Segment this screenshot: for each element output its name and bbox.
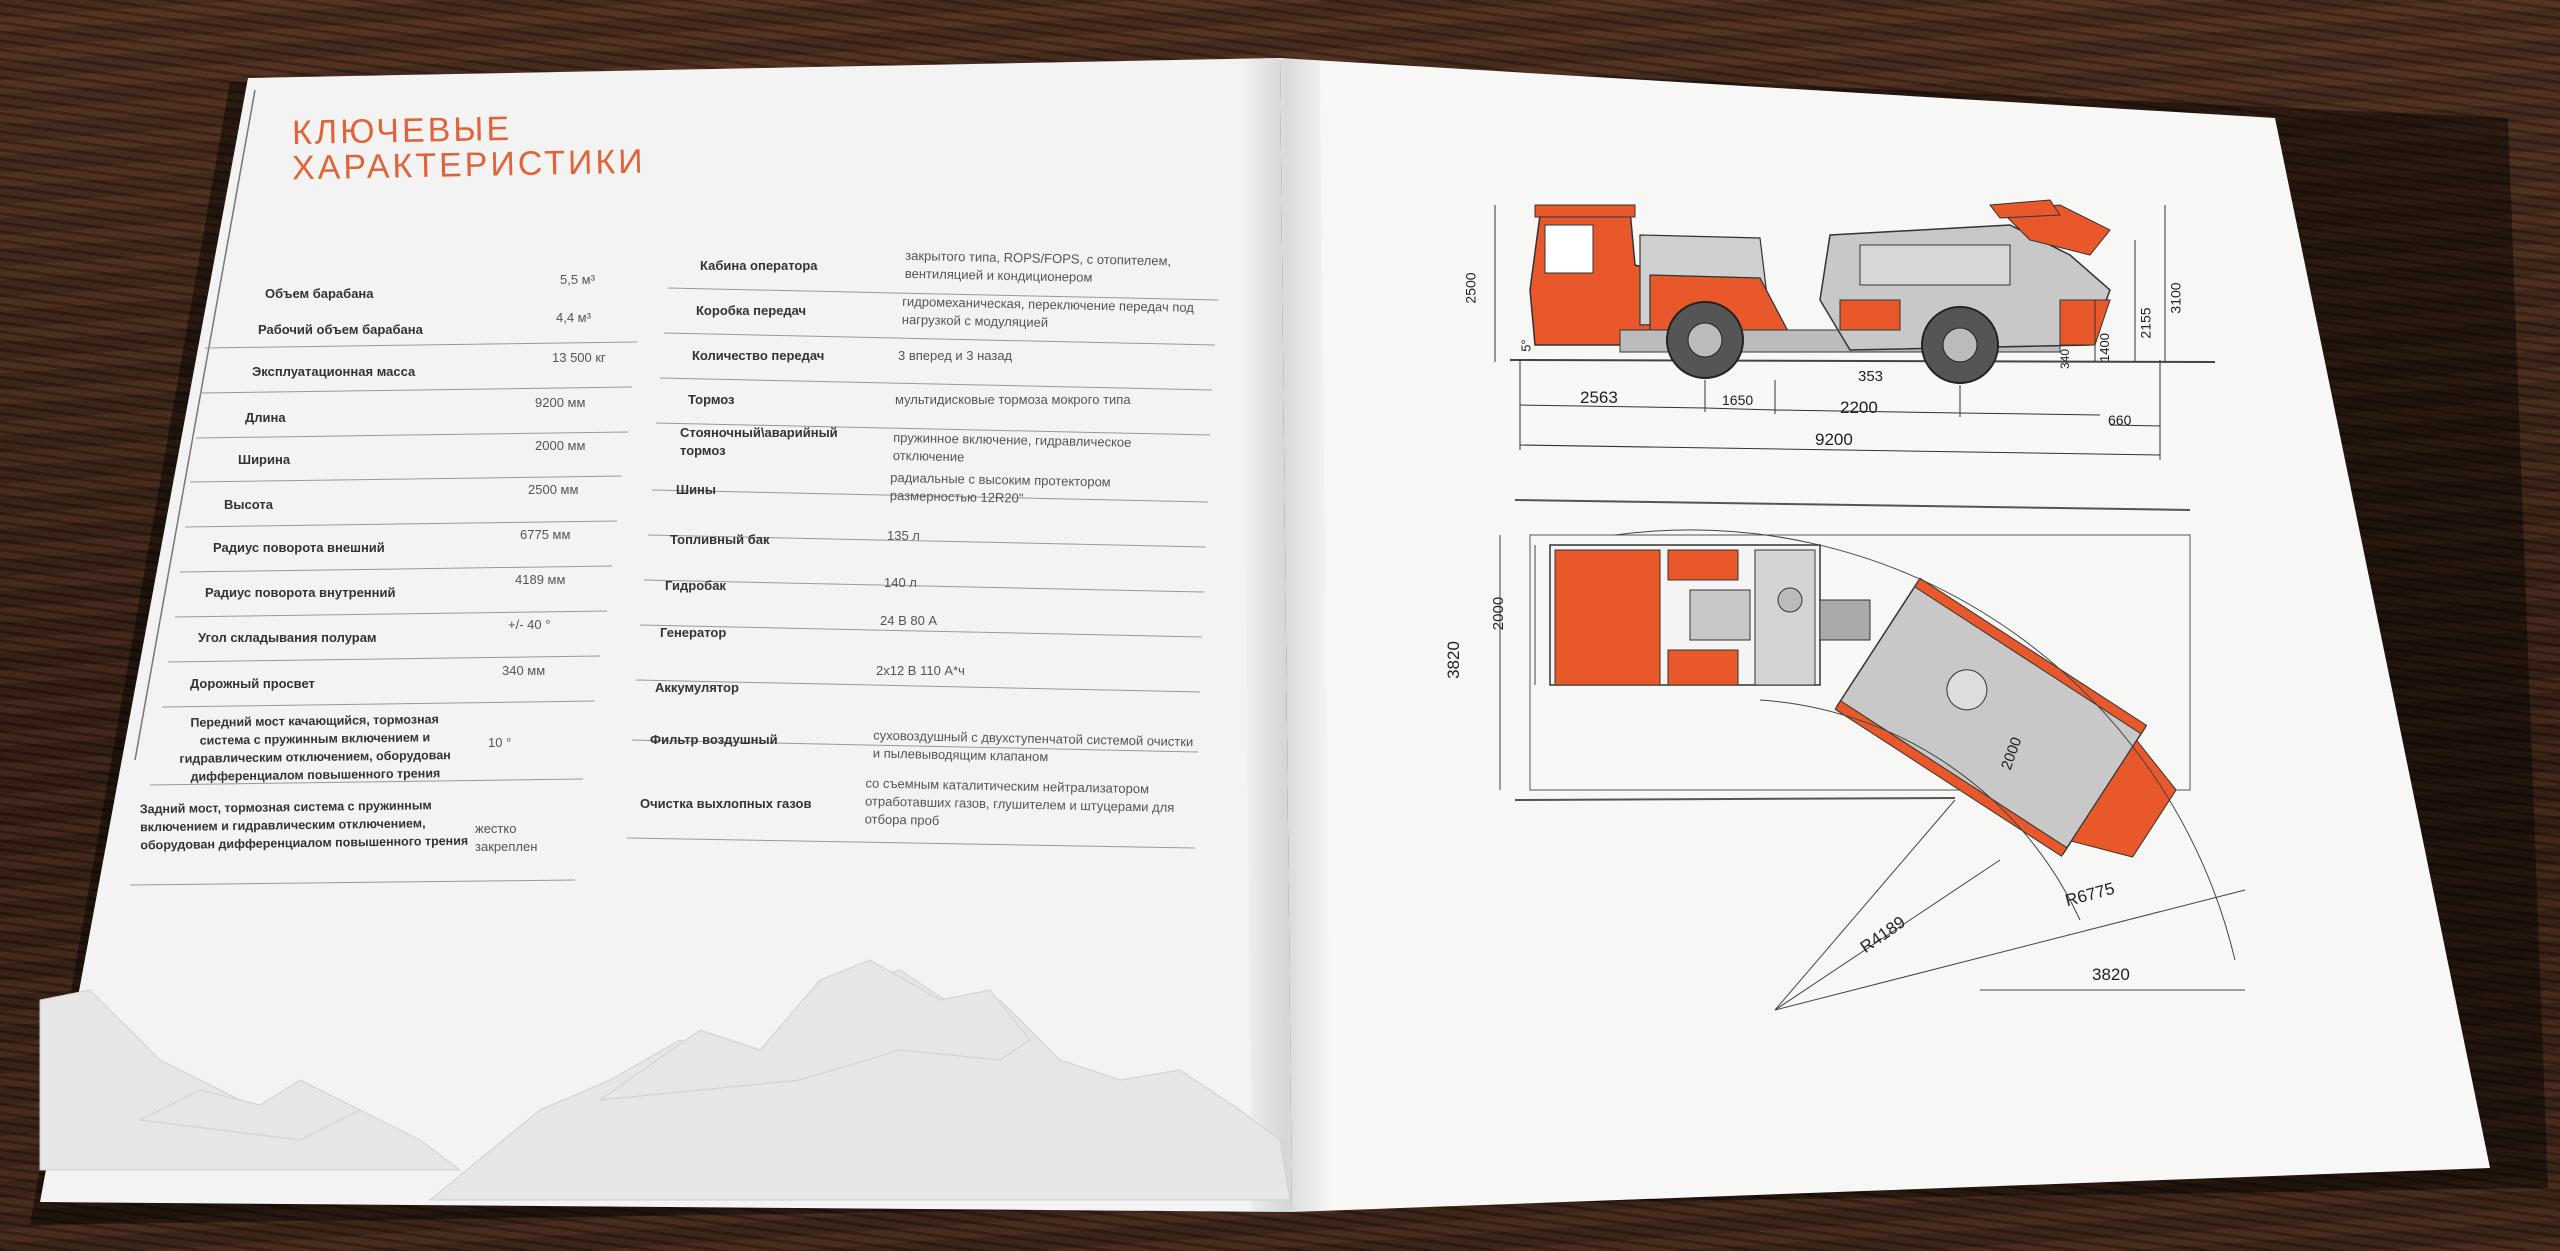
spec-label: Радиус поворота внутренний: [205, 585, 396, 600]
spec-label: Гидробак: [665, 578, 726, 593]
mountains-decoration: [39, 959, 1291, 1201]
spec-value: 135 л: [887, 528, 920, 543]
spec-value: пружинное включение, гидравлическое откл…: [892, 429, 1132, 465]
spec-label: Передний мост качающийся, тормозная сист…: [179, 712, 451, 784]
spec-value: 140 л: [884, 575, 917, 590]
spec-value: 340 мм: [502, 663, 546, 678]
spec-value: 13 500 кг: [552, 350, 606, 365]
spec-value: 6775 мм: [520, 527, 571, 542]
dim-660: 660: [2108, 412, 2132, 428]
spec-value: со съемным каталитическим нейтрализаторо…: [864, 775, 1175, 828]
dim-5deg: 5°: [1518, 339, 1534, 352]
spec-value: 4189 мм: [515, 572, 566, 587]
spec-label: Эксплуатационная масса: [252, 364, 416, 379]
spec-label: Высота: [224, 497, 273, 512]
spec-value: суховоздушный с двухступенчатой системой…: [872, 727, 1194, 765]
spec-label: Объем барабана: [265, 286, 374, 301]
spec-label: Кабина оператора: [700, 258, 818, 273]
dim-1400: 1400: [2096, 333, 2112, 362]
side-view-drawing: [1494, 199, 2216, 460]
spec-value: жестко закреплен: [475, 821, 538, 854]
spec-label: Топливный бак: [670, 532, 770, 547]
spec-label: Количество передач: [692, 348, 825, 363]
dim-2500: 2500: [1462, 272, 1479, 304]
dim-9200: 9200: [1815, 430, 1853, 449]
spec-value: мультидисковые тормоза мокрого типа: [895, 392, 1131, 407]
dim-2155: 2155: [2137, 307, 2154, 339]
spec-value: 9200 мм: [535, 395, 586, 410]
spec-value: радиальные с высоким протектором размерн…: [889, 469, 1111, 506]
spec-value: 5,5 м³: [560, 272, 595, 287]
page-title-line2: ХАРАКТЕРИСТИКИ: [291, 142, 647, 188]
dim-3820-bottom: 3820: [2092, 965, 2130, 984]
spec-label: Очистка выхлопных газов: [640, 796, 812, 811]
spec-label: Радиус поворота внешний: [213, 540, 385, 555]
spec-label: Фильтр воздушный: [650, 732, 778, 747]
spec-value: гидромеханическая, переключение передач …: [901, 293, 1195, 330]
spec-label: Задний мост, тормозная система с пружинн…: [139, 798, 469, 853]
spec-label: Шины: [676, 482, 717, 497]
spec-label: Аккумулятор: [655, 680, 739, 695]
spec-label: Стояночный\аварийный тормоз: [680, 425, 838, 458]
spec-value: закрытого типа, ROPS/FOPS, с отопителем,…: [904, 247, 1172, 285]
spec-label: Коробка передач: [696, 303, 807, 318]
dim-1650: 1650: [1722, 392, 1754, 408]
spec-label: Ширина: [238, 452, 291, 467]
dim-353: 353: [1858, 368, 1884, 385]
dim-3820-left: 3820: [1443, 641, 1463, 679]
spec-value: +/- 40 °: [508, 617, 551, 632]
spec-label: Длина: [245, 410, 286, 425]
spec-value: 2х12 В 110 А*ч: [876, 663, 965, 678]
spec-label: Дорожный просвет: [190, 676, 315, 691]
dim-340: 340: [2058, 348, 2073, 370]
dim-2563: 2563: [1580, 388, 1618, 407]
spec-value: 10 °: [488, 735, 512, 750]
spec-label: Рабочий объем барабана: [258, 322, 423, 337]
spec-label: Угол складывания полурам: [198, 630, 377, 645]
spec-value: 24 В 80 А: [880, 613, 938, 628]
spec-label: Тормоз: [688, 392, 735, 407]
top-view-drawing: [1499, 499, 2246, 1011]
dim-2000-left: 2000: [1490, 596, 1508, 631]
spec-value: 3 вперед и 3 назад: [898, 348, 1013, 363]
spec-value: 4,4 м³: [556, 310, 591, 325]
dim-3100: 3100: [2167, 282, 2184, 314]
left-page: [40, 58, 1292, 1212]
spec-value: 2000 мм: [535, 438, 586, 453]
spec-value: 2500 мм: [528, 482, 579, 497]
dim-2200: 2200: [1840, 398, 1878, 417]
spec-label: Генератор: [660, 625, 727, 640]
